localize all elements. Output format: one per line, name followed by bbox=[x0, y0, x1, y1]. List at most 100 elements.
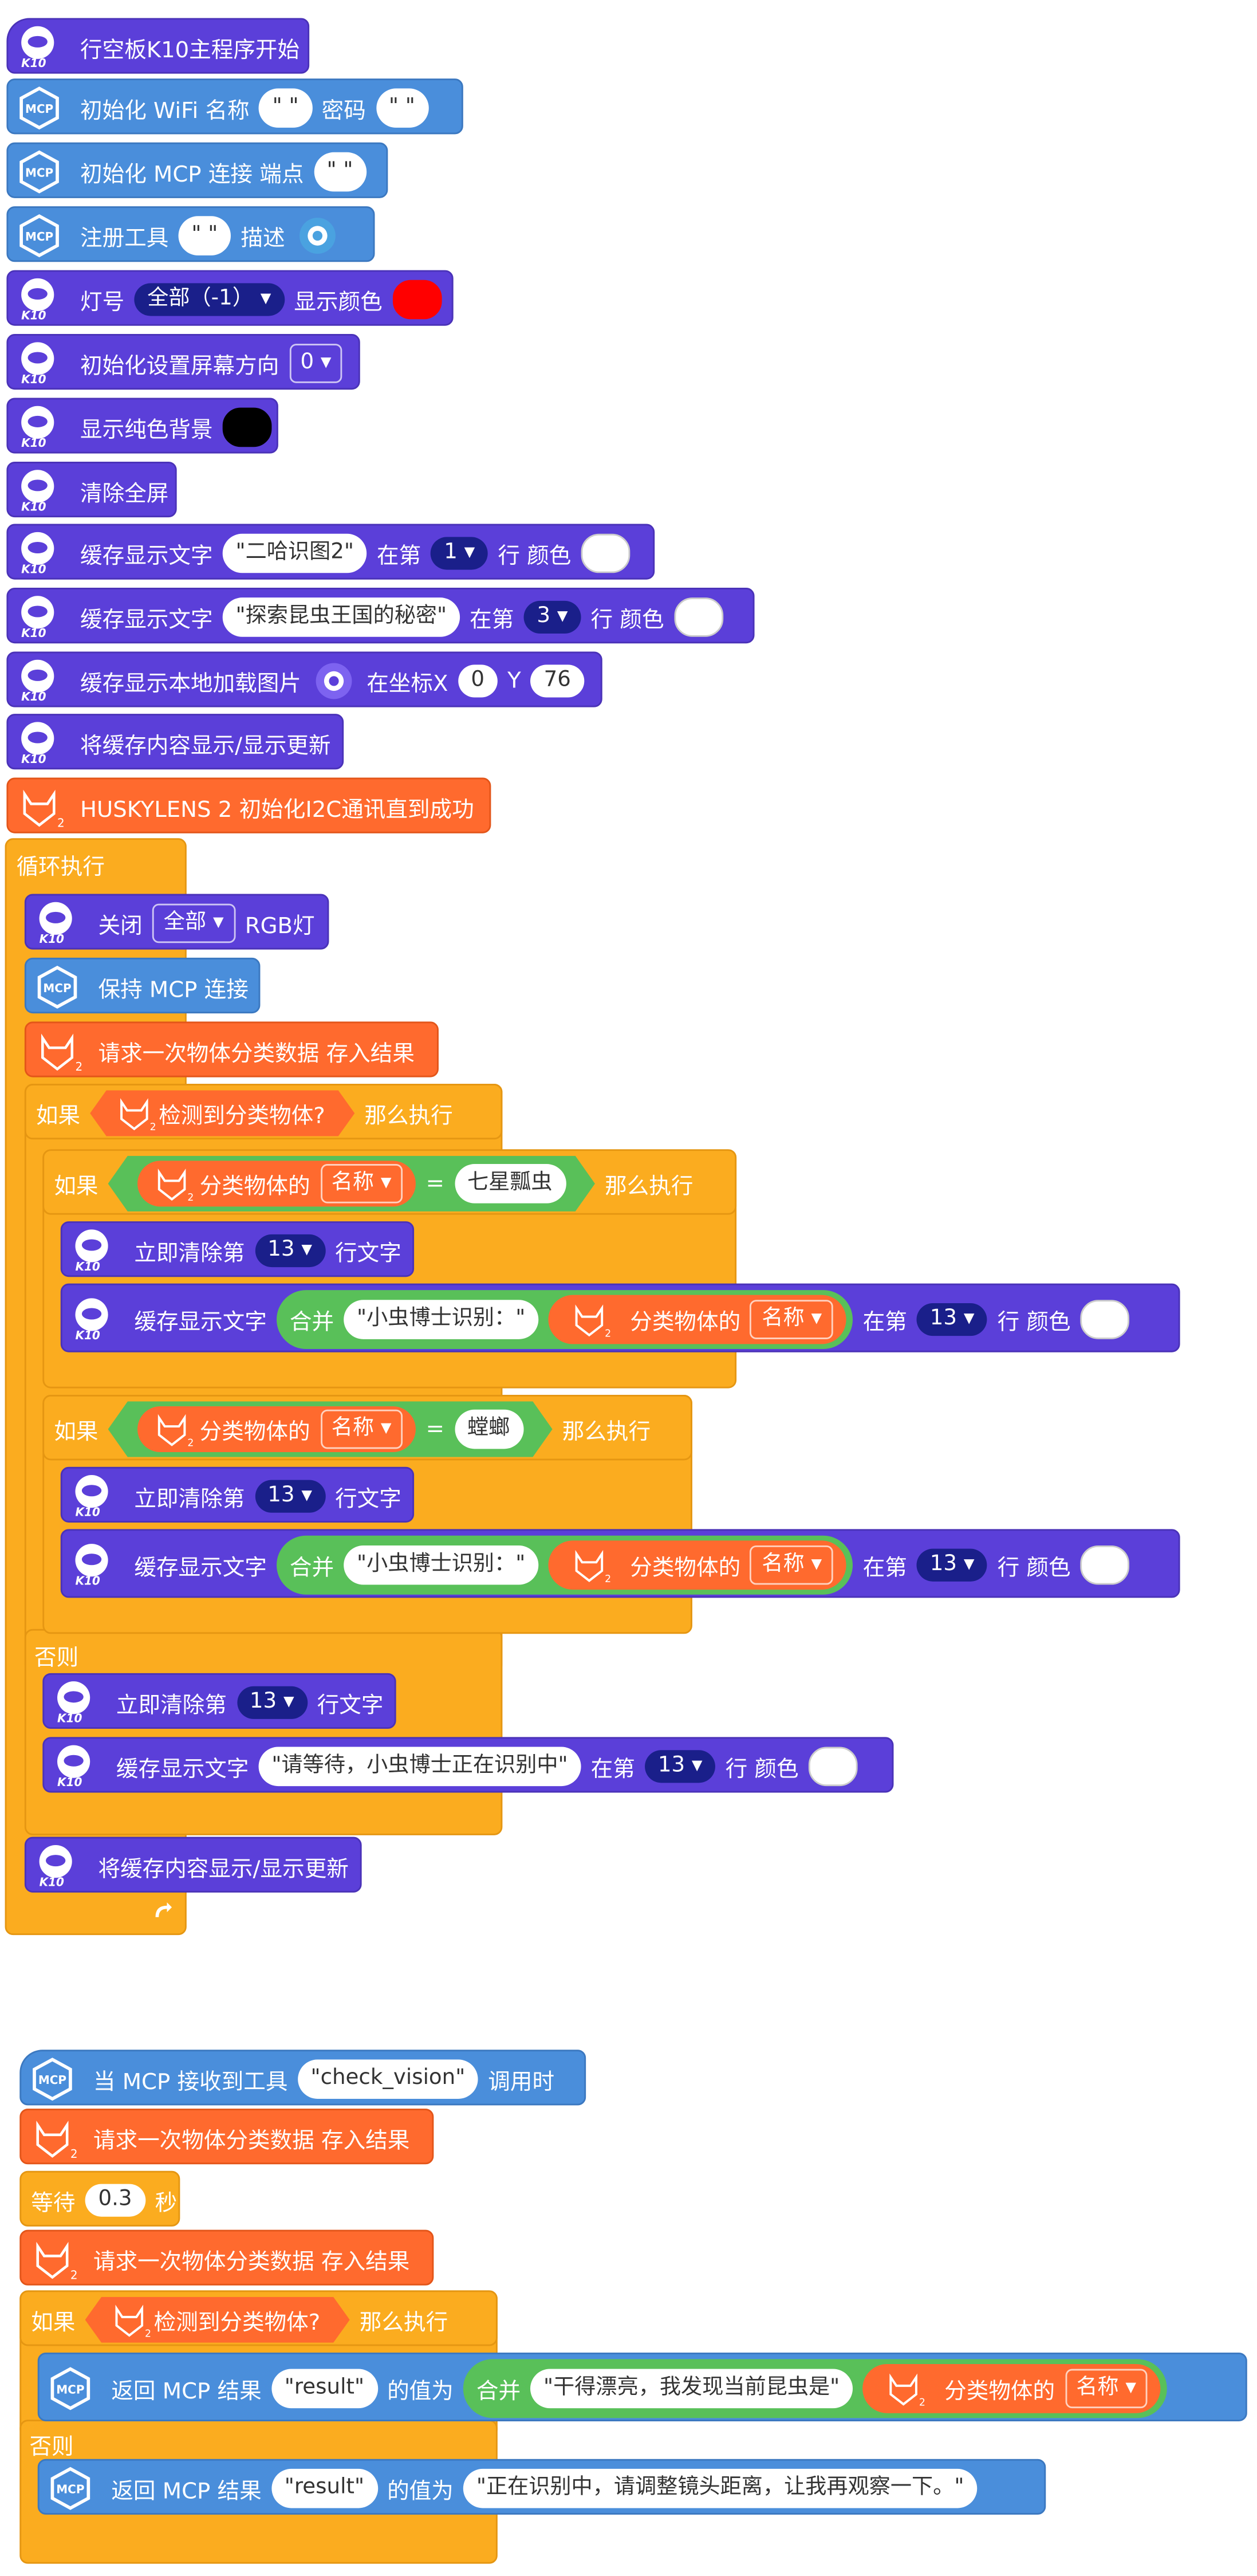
light-color-block[interactable]: K10 灯号全部（-1） ▾显示颜色 bbox=[6, 270, 454, 326]
property-dropdown[interactable]: 名称 ▾ bbox=[750, 1545, 834, 1585]
x-input[interactable]: 0 bbox=[458, 664, 498, 698]
k10-board-icon: K10 bbox=[33, 900, 82, 946]
huskylens-init-block[interactable]: 2 HUSKYLENS 2 初始化I2C通讯直到成功 bbox=[6, 777, 491, 833]
mcp-tool-call-hat[interactable]: MCP 当 MCP 接收到工具"check_vision"调用时 bbox=[19, 2050, 586, 2106]
gear-icon[interactable] bbox=[295, 216, 341, 255]
endpoint-input[interactable]: " " bbox=[313, 152, 367, 192]
keep-mcp-block[interactable]: MCP 保持 MCP 连接 bbox=[24, 957, 261, 1014]
mcp-cube-icon: MCP bbox=[19, 86, 59, 130]
gear-icon[interactable] bbox=[311, 662, 357, 701]
row-color-label: 行 颜色 bbox=[997, 1309, 1071, 1336]
row-dropdown[interactable]: 13 ▾ bbox=[916, 1548, 988, 1582]
color-swatch[interactable] bbox=[673, 597, 723, 637]
text-input[interactable]: "小虫博士识别：" bbox=[344, 1545, 539, 1585]
request-classification-block[interactable]: 2 请求一次物体分类数据 存入结果 bbox=[24, 1021, 439, 1077]
color-swatch[interactable] bbox=[392, 280, 442, 320]
y-input[interactable]: 76 bbox=[530, 664, 584, 698]
compare-value-input[interactable]: 螳螂 bbox=[454, 1410, 523, 1449]
update-display-block[interactable]: K10 将缓存内容显示/显示更新 bbox=[24, 1836, 362, 1893]
orientation-dropdown[interactable]: 0 ▾ bbox=[289, 344, 343, 383]
property-dropdown[interactable]: 名称 ▾ bbox=[750, 1300, 834, 1339]
tool-name-input[interactable]: "check_vision" bbox=[297, 2059, 479, 2099]
if-block-header[interactable]: 如果 2 检测到分类物体? 那么执行 bbox=[24, 1083, 503, 1140]
huskylens-fox-icon: 2 bbox=[889, 2373, 925, 2409]
close-rgb-block[interactable]: K10 关闭全部 ▾RGB灯 bbox=[24, 894, 329, 950]
result-key-input[interactable]: "result" bbox=[271, 2468, 377, 2508]
text-input[interactable]: "干得漂亮，我发现当前昆虫是" bbox=[530, 2369, 853, 2409]
color-swatch[interactable] bbox=[581, 533, 631, 573]
row-dropdown[interactable]: 13 ▾ bbox=[254, 1480, 325, 1513]
wifi-name-input[interactable]: " " bbox=[259, 88, 312, 128]
background-color-block[interactable]: K10 显示纯色背景 bbox=[6, 398, 278, 454]
row-dropdown[interactable]: 13 ▾ bbox=[236, 1686, 308, 1719]
property-dropdown[interactable]: 名称 ▾ bbox=[320, 1164, 403, 1204]
light-dropdown[interactable]: 全部 ▾ bbox=[152, 903, 235, 943]
request-classification-block[interactable]: 2 请求一次物体分类数据 存入结果 bbox=[19, 2109, 434, 2165]
compare-value-input[interactable]: 七星瓢虫 bbox=[454, 1164, 565, 1204]
property-dropdown[interactable]: 名称 ▾ bbox=[320, 1410, 403, 1449]
clear-screen-block[interactable]: K10 清除全屏 bbox=[6, 461, 177, 518]
detected-condition[interactable]: 2 检测到分类物体? bbox=[90, 1090, 354, 1136]
text-input[interactable]: "正在识别中，请调整镜头距离，让我再观察一下。" bbox=[463, 2468, 978, 2508]
row-dropdown[interactable]: 13 ▾ bbox=[644, 1750, 716, 1783]
svg-text:2: 2 bbox=[75, 1060, 81, 1073]
if-block-header[interactable]: 如果 2 检测到分类物体? 那么执行 bbox=[19, 2290, 498, 2346]
mcp-cube-icon: MCP bbox=[50, 2467, 90, 2510]
light-number-dropdown[interactable]: 全部（-1） ▾ bbox=[134, 283, 285, 316]
wifi-password-input[interactable]: " " bbox=[375, 88, 428, 128]
update-display-block[interactable]: K10 将缓存内容显示/显示更新 bbox=[6, 714, 344, 770]
row-dropdown[interactable]: 3 ▾ bbox=[523, 600, 581, 634]
row-dropdown[interactable]: 13 ▾ bbox=[916, 1303, 988, 1336]
color-swatch[interactable] bbox=[808, 1747, 858, 1787]
text-input[interactable]: "小虫博士识别：" bbox=[344, 1300, 539, 1339]
wifi-init-block[interactable]: MCP 初始化 WiFi 名称" "密码" " bbox=[6, 78, 463, 135]
else-block-body[interactable] bbox=[24, 1629, 503, 1835]
block-label: 注册工具 bbox=[80, 226, 169, 253]
property-dropdown[interactable]: 名称 ▾ bbox=[1065, 2369, 1148, 2409]
text-input[interactable]: "探索昆虫王国的秘密" bbox=[222, 597, 460, 637]
huskylens-fox-icon: 2 bbox=[108, 2299, 151, 2341]
return-mcp-result-block[interactable]: MCP 返回 MCP 结果"result"的值为"正在识别中，请调整镜头距离，让… bbox=[37, 2459, 1046, 2515]
mcp-init-block[interactable]: MCP 初始化 MCP 连接 端点" " bbox=[6, 142, 388, 198]
detected-condition[interactable]: 2 检测到分类物体? bbox=[85, 2297, 350, 2343]
k10-main-start-block[interactable]: K10 行空板K10主程序开始 bbox=[6, 18, 310, 74]
return-mcp-result-block[interactable]: MCP 返回 MCP 结果"result"的值为 合并"干得漂亮，我发现当前昆虫… bbox=[37, 2352, 1247, 2421]
text-input[interactable]: "二哈识图2" bbox=[222, 533, 367, 573]
color-swatch[interactable] bbox=[1080, 1545, 1130, 1585]
row-dropdown[interactable]: 1 ▾ bbox=[431, 537, 488, 570]
register-tool-block[interactable]: MCP 注册工具" "描述 bbox=[6, 206, 375, 262]
color-swatch[interactable] bbox=[222, 407, 272, 447]
result-key-input[interactable]: "result" bbox=[271, 2369, 377, 2409]
row-dropdown[interactable]: 13 ▾ bbox=[254, 1234, 325, 1268]
svg-text:2: 2 bbox=[187, 1438, 193, 1449]
tool-name-input[interactable]: " " bbox=[178, 216, 231, 255]
seconds-input[interactable]: 0.3 bbox=[85, 2184, 145, 2217]
request-classification-block[interactable]: 2 请求一次物体分类数据 存入结果 bbox=[19, 2229, 434, 2286]
color-swatch[interactable] bbox=[1080, 1300, 1130, 1339]
text-input[interactable]: "请等待，小虫博士正在识别中" bbox=[258, 1747, 581, 1787]
